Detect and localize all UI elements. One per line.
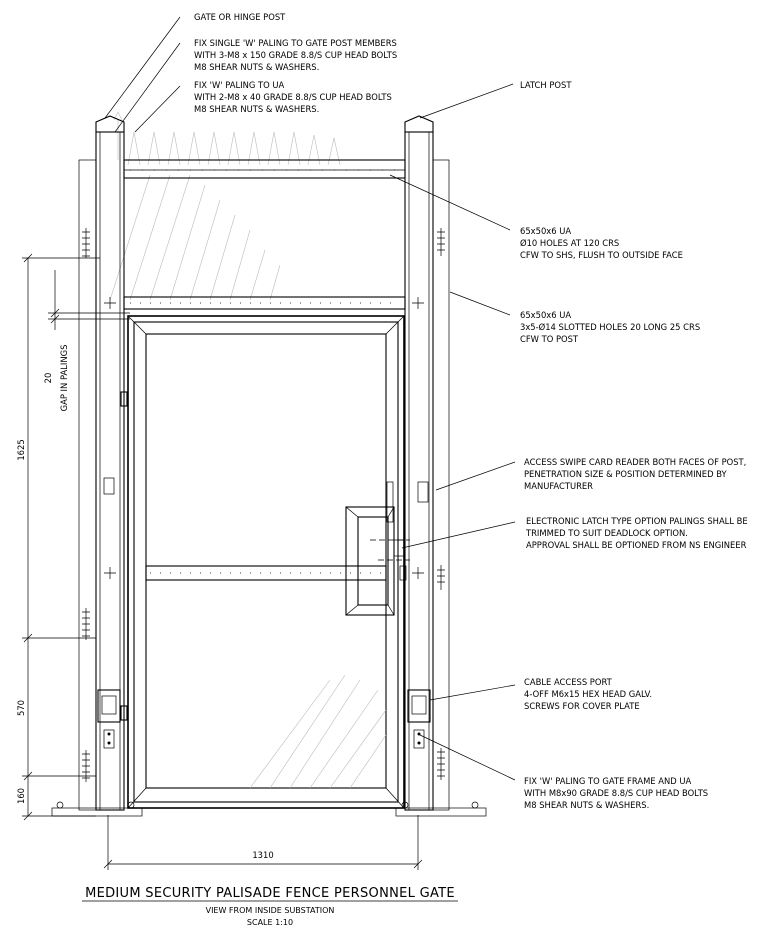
callout-fix-single-3: M8 SHEAR NUTS & WASHERS.: [194, 62, 319, 72]
drawing-view: VIEW FROM INSIDE SUBSTATION: [206, 906, 335, 915]
callout-latch-2: TRIMMED TO SUIT DEADLOCK OPTION.: [525, 528, 688, 538]
dim-1310: 1310: [252, 850, 273, 860]
callout-ua1-1: 65x50x6 UA: [520, 226, 571, 236]
cable-port-latch: [407, 689, 431, 723]
callout-fix-single-1: FIX SINGLE 'W' PALING TO GATE POST MEMBE…: [194, 38, 397, 48]
dim-gap-label: GAP IN PALINGS: [59, 345, 69, 412]
paling-bolts-latch: [437, 228, 445, 780]
upper-rails: [104, 159, 424, 310]
callout-frame-2: WITH M8x90 GRADE 8.8/S CUP HEAD BOLTS: [524, 788, 708, 798]
callout-swipe-3: MANUFACTURER: [524, 481, 593, 491]
card-reader-slot-hinge: [103, 477, 115, 495]
electronic-latch: [345, 481, 410, 616]
callout-latch-post: LATCH POST: [520, 80, 572, 90]
leader-lines: [104, 16, 516, 781]
callout-swipe-1: ACCESS SWIPE CARD READER BOTH FACES OF P…: [524, 457, 746, 467]
dim-gap-value: 20: [43, 373, 53, 384]
callout-latch-3: APPROVAL SHALL BE OPTIONED FROM NS ENGIN…: [526, 540, 747, 550]
card-reader-slot-latch: [417, 481, 429, 503]
upper-palings: [109, 111, 341, 301]
callout-ua1-2: Ø10 HOLES AT 120 CRS: [520, 238, 619, 248]
callout-latch-1: ELECTRONIC LATCH TYPE OPTION PALINGS SHA…: [526, 516, 748, 526]
callout-ua2-2: 3x5-Ø14 SLOTTED HOLES 20 LONG 25 CRS: [520, 322, 700, 332]
callouts: GATE OR HINGE POST FIX SINGLE 'W' PALING…: [194, 12, 748, 810]
title-block: MEDIUM SECURITY PALISADE FENCE PERSONNEL…: [82, 886, 458, 927]
dimension-lines: [22, 253, 423, 870]
callout-cable-1: CABLE ACCESS PORT: [524, 677, 613, 687]
callout-fix-ua-2: WITH 2-M8 x 40 GRADE 8.8/S CUP HEAD BOLT…: [194, 92, 392, 102]
callout-fix-ua-1: FIX 'W' PALING TO UA: [194, 80, 285, 90]
dim-160: 160: [16, 788, 26, 804]
paling-bolts-hinge: [82, 228, 90, 782]
gate-leaf: [104, 315, 424, 809]
drawing-title: MEDIUM SECURITY PALISADE FENCE PERSONNEL…: [85, 886, 455, 901]
callout-fix-ua-3: M8 SHEAR NUTS & WASHERS.: [194, 104, 319, 114]
callout-cable-3: SCREWS FOR COVER PLATE: [524, 701, 640, 711]
hinge-post: [51, 115, 143, 817]
callout-cable-2: 4-OFF M6x15 HEX HEAD GALV.: [524, 689, 652, 699]
callout-frame-1: FIX 'W' PALING TO GATE FRAME AND UA: [524, 776, 691, 786]
cable-port-hinge: [97, 689, 121, 723]
latch-post: [395, 115, 487, 817]
callout-ua1-3: CFW TO SHS, FLUSH TO OUTSIDE FACE: [520, 250, 683, 260]
callout-frame-3: M8 SHEAR NUTS & WASHERS.: [524, 800, 649, 810]
callout-ua2-1: 65x50x6 UA: [520, 310, 571, 320]
drawing-scale: SCALE 1:10: [247, 918, 293, 927]
callout-fix-single-2: WITH 3-M8 x 150 GRADE 8.8/S CUP HEAD BOL…: [194, 50, 397, 60]
callout-gate-post: GATE OR HINGE POST: [194, 12, 286, 22]
dim-1625: 1625: [16, 439, 26, 460]
callout-swipe-2: PENETRATION SIZE & POSITION DETERMINED B…: [524, 469, 727, 479]
dimension-texts: 1625 570 160 20 GAP IN PALINGS 1310: [16, 345, 274, 860]
callout-ua2-3: CFW TO POST: [520, 334, 579, 344]
dim-570: 570: [16, 700, 26, 716]
